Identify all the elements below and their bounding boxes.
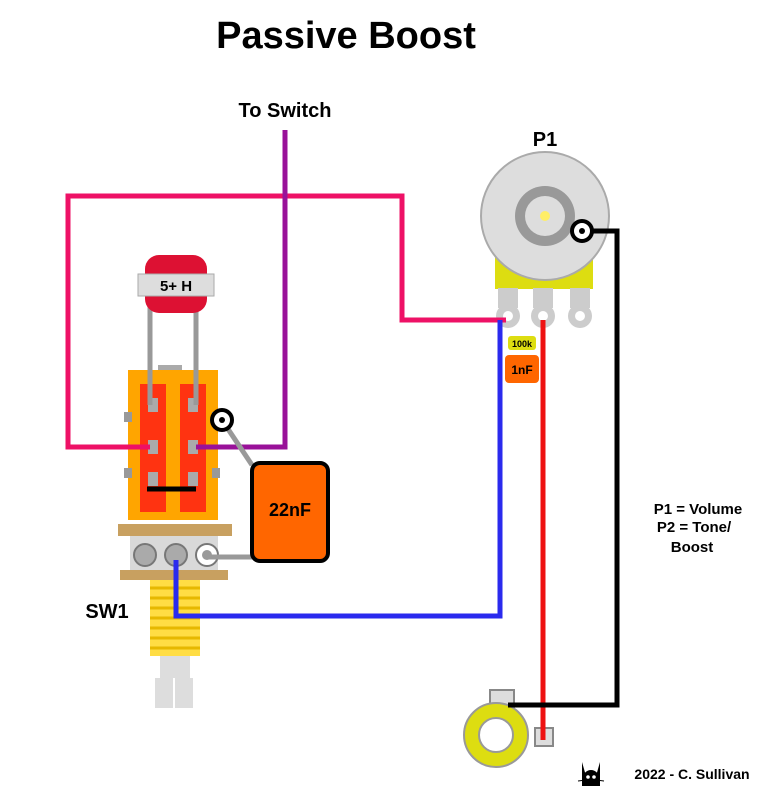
capacitor-22nf: 22nF: [250, 461, 330, 563]
diagram-title: Passive Boost: [216, 15, 476, 57]
wire-pink: [65, 193, 506, 450]
inductor-label: 5+ H: [160, 278, 192, 295]
cat-icon: [577, 762, 605, 786]
resistor-body: [508, 336, 536, 350]
capacitor-22nf-body: [250, 461, 330, 563]
to-switch-label: To Switch: [239, 100, 332, 122]
output-jack: [463, 689, 554, 768]
legend-line-1: P1 = Volume: [654, 501, 743, 518]
switch-lug-left: [133, 543, 157, 567]
pot-shaft-center: [540, 211, 550, 221]
credit-text: 2022 - C. Sullivan: [634, 766, 749, 782]
wire-purple: [196, 130, 288, 450]
resistor-100k: 100k: [508, 336, 536, 350]
pot-label: P1: [533, 129, 557, 151]
wire-blue: [173, 320, 503, 619]
inductor: 5+ H: [137, 255, 215, 313]
capacitor-1nf: 1nF: [505, 355, 539, 383]
wire-black: [508, 228, 620, 708]
legend-line-3: Boost: [671, 539, 714, 556]
capacitor-1nf-body: [505, 355, 539, 383]
resistor-label: 100k: [512, 339, 533, 349]
capacitor-22nf-label: 22nF: [269, 500, 311, 520]
pot-p1: [480, 151, 610, 328]
capacitor-1nf-label: 1nF: [511, 363, 532, 377]
legend: P1 = Volume P2 = Tone/ Boost: [654, 501, 743, 556]
legend-line-2: P2 = Tone/: [657, 519, 732, 536]
switch-mounting-plate: [118, 524, 232, 536]
switch-label: SW1: [85, 601, 128, 623]
